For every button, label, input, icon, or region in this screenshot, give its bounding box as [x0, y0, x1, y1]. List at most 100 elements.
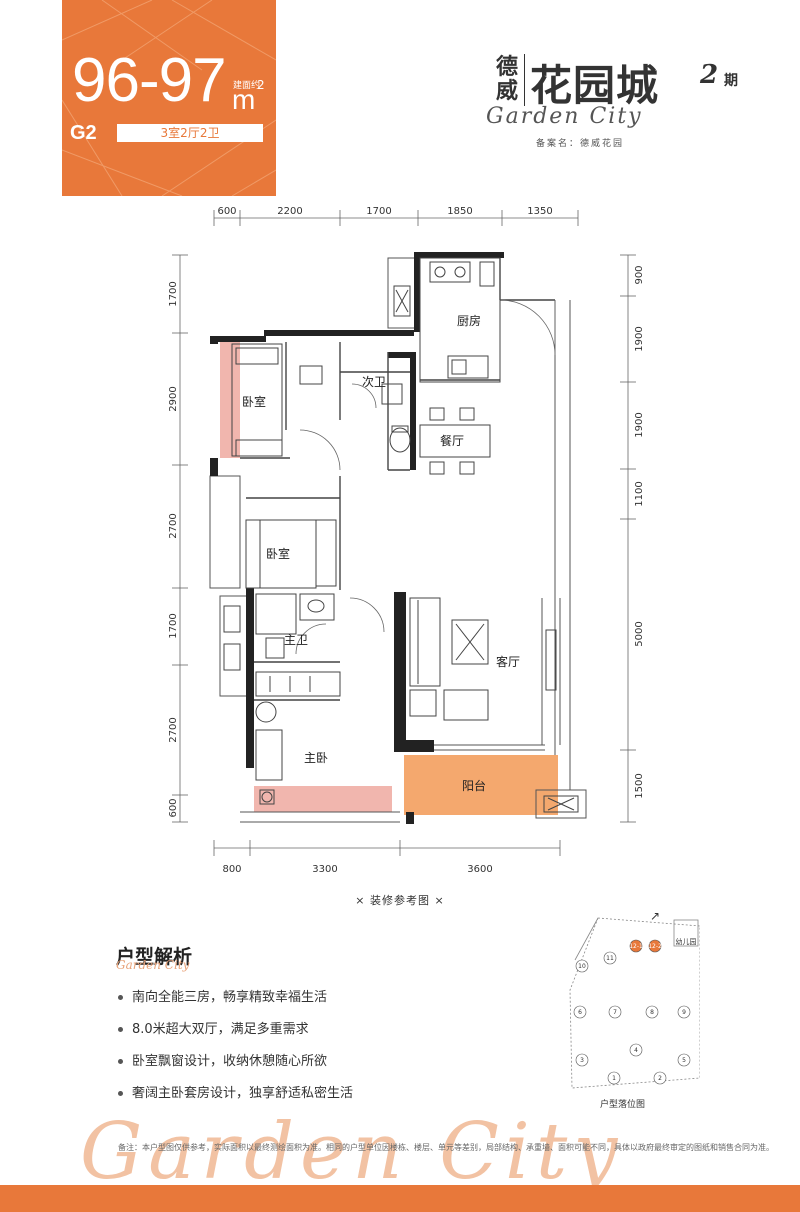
- building-9: 9: [677, 1005, 691, 1019]
- feature-item: 8.0米超大双厅，满足多重需求: [118, 1020, 353, 1052]
- living-furniture: [409, 597, 557, 721]
- master-bath-fixtures: [255, 593, 341, 697]
- feature-text: 南向全能三房，畅享精致幸福生活: [132, 990, 328, 1005]
- left-dim-4: 1700: [168, 613, 179, 638]
- bedroom2-furniture: [245, 519, 337, 589]
- bullet-icon: [118, 1091, 123, 1096]
- kindergarten-label: 幼儿园: [676, 937, 697, 946]
- right-dim-2: 1900: [634, 326, 645, 351]
- footer-script-logo: Garden City: [80, 1107, 623, 1190]
- brand-phase-number: 2: [700, 60, 719, 90]
- dimension-lines: [172, 210, 636, 856]
- brand-developer: 德威: [496, 55, 519, 104]
- bedroom1-furniture: [231, 343, 323, 457]
- balcony-fixture: [543, 795, 579, 813]
- svg-text:5: 5: [682, 1057, 686, 1064]
- bottom-accent-bar: [0, 1185, 800, 1212]
- bullet-icon: [118, 995, 123, 1000]
- site-boundary: [569, 917, 700, 1089]
- brand-record-name: 备案名：德威花园: [536, 139, 625, 149]
- kitchen-fixtures: [419, 257, 501, 383]
- interior-walls: [240, 258, 555, 701]
- bottom-dim-3: 3600: [467, 864, 492, 875]
- svg-text:10: 10: [578, 963, 586, 970]
- building-11: 11: [603, 951, 617, 965]
- master-bed-furniture: [255, 701, 283, 805]
- svg-text:3: 3: [580, 1057, 584, 1064]
- plan-caption: × 装修参考图 ×: [355, 894, 445, 907]
- area-range: 96-97: [72, 46, 227, 115]
- kindergarten-block: [673, 919, 699, 947]
- building-10: 10: [575, 959, 589, 973]
- left-dim-2: 2900: [168, 386, 179, 411]
- svg-text:7: 7: [613, 1009, 617, 1016]
- top-dim-2: 2200: [277, 206, 302, 217]
- building-2: 2: [653, 1071, 667, 1085]
- layout-type: 3室2厅2卫: [117, 124, 263, 142]
- svg-text:6: 6: [578, 1009, 582, 1016]
- bath2-fixtures: [381, 383, 411, 453]
- dining-table: [419, 407, 491, 475]
- feature-text: 奢阔主卧套房设计，独享舒适私密生活: [132, 1086, 354, 1101]
- top-dim-4: 1850: [447, 206, 472, 217]
- svg-text:2: 2: [658, 1075, 662, 1082]
- right-dim-5: 5000: [634, 621, 645, 646]
- room-dining: 餐厅: [440, 433, 464, 448]
- building-7: 7: [608, 1005, 622, 1019]
- building-5: 5: [677, 1053, 691, 1067]
- feature-text: 8.0米超大双厅，满足多重需求: [132, 1022, 309, 1037]
- building-4: 4: [629, 1043, 643, 1057]
- room-living: 客厅: [496, 654, 520, 669]
- feature-item: 奢阔主卧套房设计，独享舒适私密生活: [118, 1084, 353, 1116]
- building-12-2: 12-2: [648, 939, 662, 953]
- room-bedroom1: 卧室: [242, 394, 266, 409]
- top-dim-3: 1700: [366, 206, 391, 217]
- right-dim-4: 1100: [634, 481, 645, 506]
- north-arrow-icon: ↗: [650, 910, 660, 923]
- top-dim-1: 600: [217, 206, 236, 217]
- bottom-dim-2: 3300: [312, 864, 337, 875]
- left-dim-1: 1700: [168, 281, 179, 306]
- door-swings: [295, 299, 556, 655]
- area-label: 建面约: [233, 81, 261, 91]
- svg-text:11: 11: [606, 955, 614, 962]
- header-area-block: [62, 0, 276, 196]
- building-8: 8: [645, 1005, 659, 1019]
- left-dim-3: 2700: [168, 513, 179, 538]
- bullet-icon: [118, 1059, 123, 1064]
- room-master-bed: 主卧: [304, 751, 328, 765]
- room-bath2: 次卫: [362, 375, 386, 389]
- svg-text:4: 4: [634, 1047, 638, 1054]
- bay-window-bedroom: [220, 340, 240, 458]
- building-12-1: 12-1: [629, 939, 643, 953]
- brand-logo: 德威 花园城 2 期 Garden City 备案名：德威花园: [486, 48, 766, 158]
- feature-item: 南向全能三房，畅享精致幸福生活: [118, 988, 353, 1020]
- floor-plan: 600 2200 1700 1850 1350 800 3300 3600 17…: [168, 206, 645, 875]
- area-unit-sup: 2: [257, 78, 265, 92]
- svg-text:9: 9: [682, 1009, 686, 1016]
- svg-text:8: 8: [650, 1009, 654, 1016]
- brand-name: 花园城: [530, 61, 660, 110]
- right-dim-3: 1900: [634, 412, 645, 437]
- building-1: 1: [607, 1071, 621, 1085]
- bottom-dim-1: 800: [222, 864, 241, 875]
- bullet-icon: [118, 1027, 123, 1032]
- footer-script-text: Garden City: [80, 1107, 623, 1190]
- thin-walls: [209, 257, 587, 823]
- analysis-subtitle: Garden City: [116, 958, 190, 972]
- svg-text:1: 1: [612, 1075, 616, 1082]
- room-bedroom2: 卧室: [266, 546, 290, 561]
- unit-code: G2: [70, 122, 97, 144]
- building-6: 6: [573, 1005, 587, 1019]
- site-map: 幼儿园 ↗ 12-1 12-2 11 10 6 7 8 9 4 3 5 1 2: [569, 910, 700, 1089]
- room-kitchen: 厨房: [457, 313, 481, 328]
- left-dim-6: 600: [168, 798, 179, 817]
- right-dim-1: 900: [634, 265, 645, 284]
- area-unit: m: [232, 84, 256, 115]
- window-boxes: [223, 285, 411, 671]
- svg-text:12-1: 12-1: [629, 943, 643, 950]
- feature-text: 卧室飘窗设计，收纳休憩随心所欲: [132, 1054, 328, 1069]
- analysis-title: 户型解析: [116, 946, 193, 968]
- top-dim-5: 1350: [527, 206, 552, 217]
- room-balcony: 阳台: [462, 778, 486, 793]
